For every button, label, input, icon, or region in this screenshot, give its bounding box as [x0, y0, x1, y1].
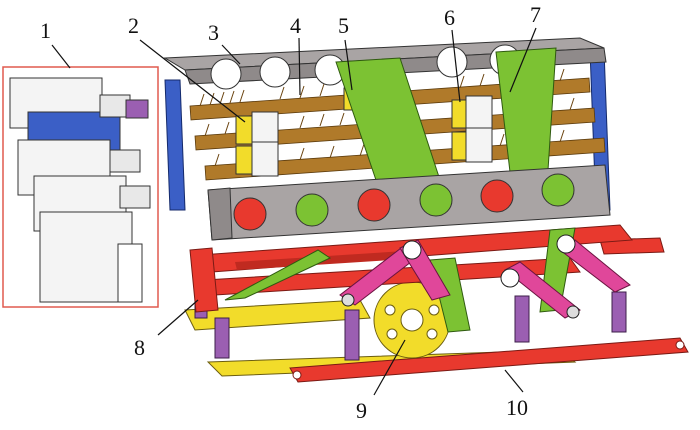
callout-9: 9 [356, 398, 367, 423]
stepper-motors [9, 77, 151, 303]
post [514, 295, 530, 343]
post [214, 317, 230, 359]
bar-hole-right [675, 340, 685, 350]
callout-2: 2 [128, 13, 139, 38]
leader-lines [51, 27, 537, 396]
callout-1: 1 [40, 18, 51, 43]
post [344, 309, 360, 361]
bearing-blocks [235, 87, 520, 177]
base-assembly [184, 237, 689, 383]
bar-hole-left [292, 370, 302, 380]
green-belts [335, 47, 557, 187]
front-gray-plate [207, 164, 611, 241]
callout-5: 5 [338, 13, 349, 38]
callout-8: 8 [134, 335, 145, 360]
callout-7: 7 [530, 2, 541, 27]
callout-4: 4 [290, 13, 301, 38]
callout-6: 6 [444, 5, 455, 30]
motor-assembly [2, 66, 159, 308]
callout-labels: 1 2 3 4 5 6 7 8 9 10 [40, 2, 541, 423]
post [611, 291, 627, 333]
right-red-tab [599, 237, 665, 255]
callout-box-1 [2, 66, 159, 308]
callout-10: 10 [506, 395, 528, 420]
callout-3: 3 [208, 20, 219, 45]
left-yellow-plate [184, 299, 371, 331]
linkages [224, 227, 631, 333]
